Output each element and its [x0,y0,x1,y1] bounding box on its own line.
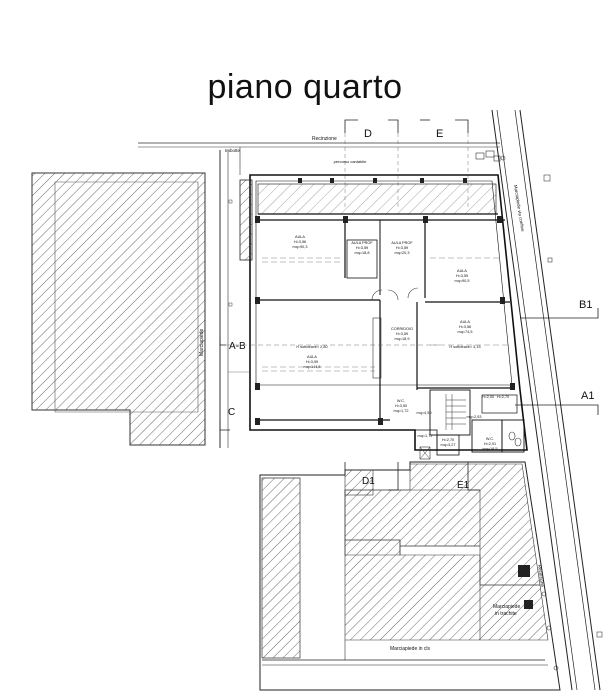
room-aula-prof-1-height: H=3,59 [356,246,368,250]
room-wc-right-height: H=2,91 [484,442,496,446]
section-label-e1: E1 [457,480,470,491]
room-aula-prof-1-name: AULA PROF [351,241,373,245]
section-label-d1: D1 [362,476,375,487]
room-aula-3-area: mq=144,5 [304,365,321,369]
left-wall-label: Marciapiede [199,329,205,356]
room-small-5: H=2,00 [482,395,494,399]
room-corridoio-area: mq=18,9 [395,337,410,341]
stair-dim-2: mq=3,27 [441,443,456,447]
room-aula-4-height: H=3,56 [459,325,471,329]
section-label-ab: A-B [229,341,246,352]
room-aula-4-beam: H sottotrave= 3,15 [449,345,480,349]
left-building [31,172,206,446]
room-aula-1-area: mq=90,3 [293,245,308,249]
room-aula-prof-2-name: AULA PROF [391,241,413,245]
right-street [491,109,601,691]
room-aula-4-area: mq=74,5 [458,330,473,334]
terrace-label: percorso cantabile [334,159,367,164]
section-label-e: E [436,128,443,140]
room-wc-left-area: mq=1,72 [394,409,409,413]
right-street-label: Marciapiede via confine [513,184,525,232]
top-right-fixtures [475,150,506,162]
room-small-3: mq=2,53 [467,415,482,419]
section-label-a1: A1 [581,390,594,402]
room-wc-left-height: H=3,50 [395,404,407,408]
room-aula-3-name: AULA [307,355,317,359]
sidewalk-right-label-2: in trachite [495,611,517,617]
page-title: piano quarto [207,68,403,106]
room-wc-right-area: mq=18,5 [483,447,498,451]
room-aula-2-height: H=3,59 [456,274,468,278]
top-fence [138,142,500,175]
room-corridoio-name: CORRIDOIO [391,327,413,331]
room-aula-prof-1-area: mq=18,8 [355,251,370,255]
top-fence-label: Recinzione [312,136,337,142]
room-small-4: H=2,70 [497,395,509,399]
section-lines [219,308,599,431]
room-aula-2-name: AULA [457,269,467,273]
sidewalk-bottom-label: Marciapiede in cls [390,646,431,652]
top-left-label: Imbotte [225,148,241,153]
bottom-right-label: Recinzione [537,564,545,587]
lower-courtyard [259,461,561,691]
main-building [239,174,528,460]
section-label-c: C [228,407,235,418]
room-corridoio-height: H=3,59 [396,332,408,336]
section-label-d: D [364,128,372,140]
room-wc-right-name: W.C. [486,437,494,441]
room-aula-prof-2-height: H=3,59 [396,246,408,250]
stair-dim-1: H=2,70 [442,438,454,442]
room-aula-prof-2-area: mq=20,3 [395,251,410,255]
room-small-2: mq=4,50 [417,411,432,415]
room-aula-3-beam: H sottotrave= 2,80 [296,345,327,349]
room-labels: percorso cantabile AULA H=3,56 mq=90,3 A… [293,159,510,451]
room-aula-4-name: AULA [460,320,470,324]
section-label-b1: B1 [579,299,592,311]
room-aula-1-height: H=3,56 [294,240,306,244]
sidewalk-right-label-1: Marciapiede [493,604,520,610]
room-wc-left-name: W.C. [397,399,405,403]
room-small-1: mq=1,72 [418,434,433,438]
room-aula-2-area: mq=90,5 [455,279,470,283]
room-aula-3-height: H=3,59 [306,360,318,364]
room-aula-1-name: AULA [295,235,305,239]
